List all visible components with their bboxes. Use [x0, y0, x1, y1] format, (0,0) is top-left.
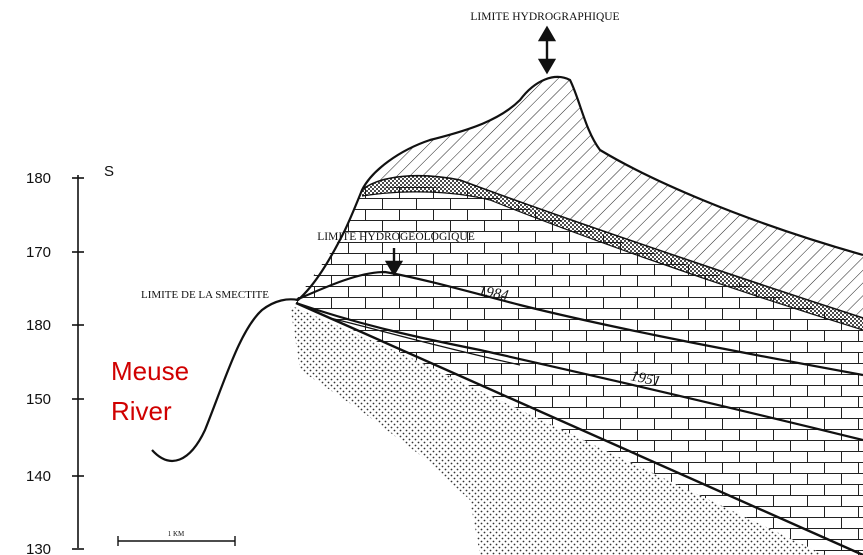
axis-tick-label: 130 [26, 541, 51, 555]
year-label-1984: 1984 [477, 283, 510, 304]
hydrographic-divide-arrow [537, 25, 557, 75]
dotted-band-layer [362, 175, 863, 330]
water-table-1951-line [295, 301, 863, 442]
year-label-1951: 1951 [629, 368, 662, 390]
axis-tick-label: 180 [26, 170, 51, 187]
hatched-cap-layer [362, 76, 863, 318]
surface-profile-line [151, 75, 863, 462]
axis-tick-label: 150 [26, 391, 51, 408]
smectite-limit-label: LIMITE DE LA SMECTITE [141, 289, 269, 301]
meuse-label-line1: Meuse [111, 356, 189, 386]
hydrogeologic-divide-label: LIMITE HYDROGEOLOGIQUE [317, 231, 474, 243]
axis-letter: S [104, 163, 114, 180]
scale-bar-label: 1 KM [168, 530, 185, 538]
hatch-boundary-line [361, 174, 863, 319]
axis-tick-label: 170 [26, 244, 51, 261]
axis-ticks [72, 177, 84, 550]
scale-bar [117, 536, 236, 546]
hydrogeologic-divide-arrow [384, 248, 404, 277]
dotband-boundary-line [361, 191, 863, 331]
water-table-1984-line [295, 270, 863, 377]
axis-tick-label: 180 [26, 317, 51, 334]
brick-base-line [295, 301, 863, 555]
hydrographic-divide-label: LIMITE HYDROGRAPHIQUE [470, 11, 619, 23]
inner-flow-line [329, 317, 521, 366]
axis-tick-label: 140 [26, 468, 51, 485]
meuse-label-line2: River [111, 396, 172, 426]
